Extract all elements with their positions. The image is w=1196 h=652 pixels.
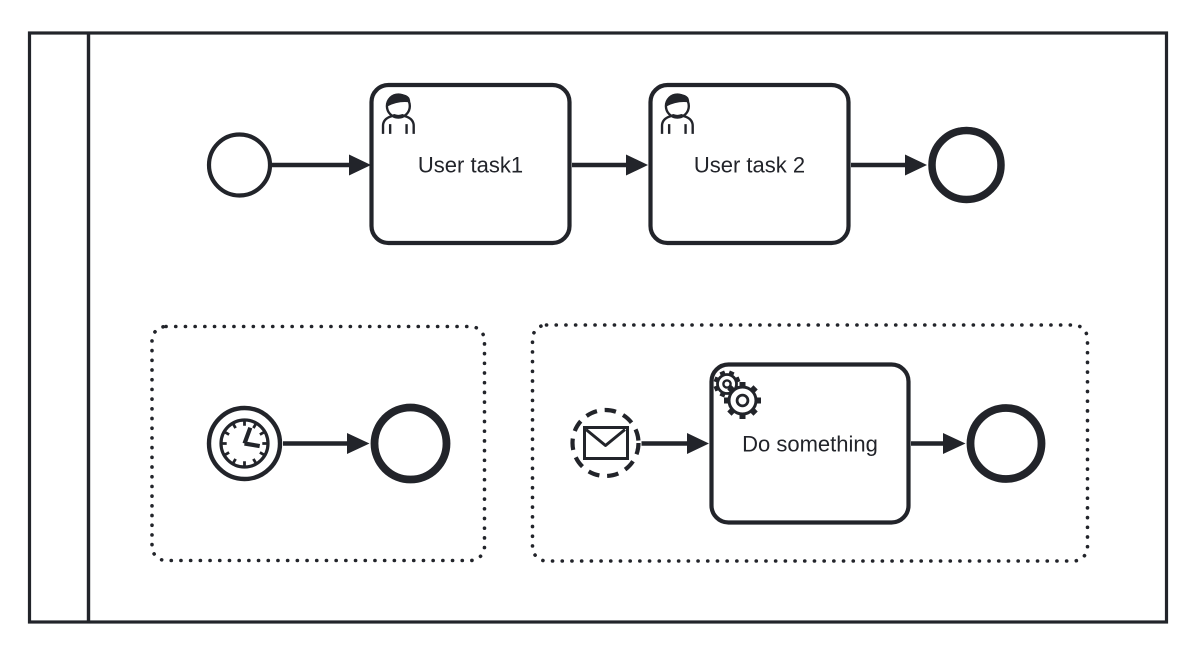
timer-start-event[interactable]: [206, 405, 283, 482]
service-task-box[interactable]: [709, 362, 911, 525]
event-subprocess-message[interactable]: Do something: [530, 323, 1090, 563]
end-event-timer-subprocess[interactable]: [370, 403, 451, 484]
arrowhead-icon: [905, 154, 927, 176]
user-task-2-label: User task 2: [694, 153, 805, 178]
user-task-2[interactable]: User task 2: [648, 82, 851, 246]
start-event[interactable]: [206, 132, 273, 198]
envelope-icon: [583, 426, 629, 460]
user-task-1[interactable]: User task1: [369, 82, 572, 246]
end-event-circle[interactable]: [370, 403, 451, 484]
sequence-flow-task2-to-end[interactable]: [851, 154, 927, 176]
arrowhead-icon: [349, 154, 371, 176]
end-event-message-subprocess[interactable]: [966, 404, 1046, 483]
service-task-label: Do something: [742, 432, 878, 457]
big-gear-teeth: [724, 382, 761, 419]
envelope-flap: [585, 428, 626, 447]
start-event-circle[interactable]: [206, 132, 273, 198]
arrowhead-icon: [943, 433, 966, 454]
pool[interactable]: [27, 31, 1169, 624]
sequence-flow-task1-to-task2[interactable]: [572, 154, 648, 176]
sequence-flow-timer-to-end[interactable]: [283, 433, 370, 454]
arrowhead-icon: [626, 154, 648, 176]
arrowhead-icon: [347, 433, 370, 454]
end-event-circle[interactable]: [966, 404, 1046, 483]
sequence-flow-start-to-task1[interactable]: [272, 154, 371, 176]
end-event-main[interactable]: [928, 126, 1005, 204]
sequence-flow-message-to-task[interactable]: [641, 433, 710, 454]
gears-icon: [713, 370, 761, 419]
big-gear: [724, 382, 761, 419]
clock-ticks: [221, 420, 268, 467]
pool-border[interactable]: [27, 31, 1169, 624]
event-subprocess-timer[interactable]: [150, 324, 487, 563]
big-gear-hole: [735, 393, 750, 408]
end-event-circle[interactable]: [928, 126, 1005, 204]
message-start-event[interactable]: [570, 407, 641, 479]
user-task-1-label: User task1: [418, 153, 523, 178]
clock-hands: [242, 426, 261, 449]
service-task[interactable]: Do something: [709, 362, 911, 525]
user-task-1-box[interactable]: [369, 82, 572, 246]
clock-icon: [219, 418, 270, 469]
small-gear-hole: [722, 379, 732, 389]
sequence-flow-task-to-end[interactable]: [911, 433, 966, 454]
arrowhead-icon: [687, 433, 709, 454]
user-task-2-box[interactable]: [648, 82, 851, 246]
